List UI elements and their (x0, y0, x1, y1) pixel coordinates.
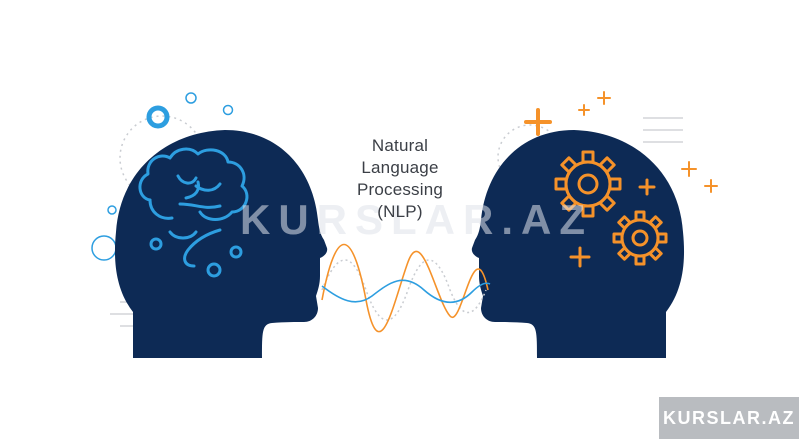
plus-icon (681, 161, 697, 177)
gear-small-icon (612, 210, 668, 266)
brain-icon (138, 147, 249, 278)
page-title: Natural Language Processing (NLP) (330, 135, 470, 223)
left-ring-small (222, 104, 234, 116)
plus-icon (569, 246, 591, 268)
wave-dotted (321, 259, 487, 321)
title-line: Natural (371, 136, 429, 155)
gear-large-icon (554, 150, 622, 218)
plus-icon (638, 178, 656, 196)
plus-icon (597, 91, 611, 105)
plus-icon (524, 108, 552, 136)
gears-icon (554, 150, 668, 266)
plus-icon (704, 179, 718, 193)
left-ring-small (185, 92, 197, 104)
title-line: Language (361, 158, 439, 177)
left-ring-small (107, 205, 117, 215)
title-line: Processing (356, 180, 444, 199)
right-speed-lines (643, 117, 683, 143)
left-head (114, 130, 328, 358)
right-head (471, 130, 685, 358)
left-ring-large (146, 105, 170, 129)
brand-badge[interactable]: KURSLAR.AZ (659, 397, 799, 439)
wave-orange (321, 244, 489, 333)
plus-icon (578, 104, 590, 116)
title-line: (NLP) (377, 202, 423, 221)
wave-blue (321, 279, 491, 304)
sound-waves (321, 244, 491, 333)
left-ring-medium (91, 235, 117, 261)
